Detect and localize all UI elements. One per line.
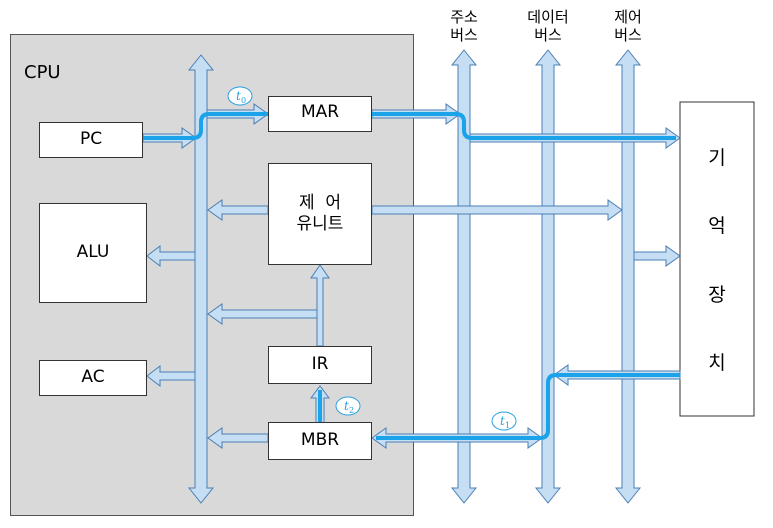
mbr-to-bus-arrow <box>207 427 269 449</box>
address-bus-label-line1: 주소 <box>450 8 478 26</box>
address-bus <box>450 49 478 504</box>
control-unit-label-line2: 유니트 <box>296 214 344 234</box>
memory-label: 기 억 장 치 <box>680 102 754 416</box>
t1-path <box>376 373 680 440</box>
memory-char-2: 억 <box>708 215 726 238</box>
control-unit-box: 제 어 유니트 <box>268 163 372 265</box>
control-bus <box>614 49 642 504</box>
control-bus-label: 제어 버스 <box>598 8 658 44</box>
control-bus-label-line1: 제어 <box>614 8 642 26</box>
data-bus-label: 데이터 버스 <box>518 8 578 44</box>
mbr-label: MBR <box>300 430 340 451</box>
bus-to-alu-arrow <box>146 244 196 268</box>
mbr-register: MBR <box>268 422 372 460</box>
ir-label: IR <box>311 354 329 375</box>
pc-register: PC <box>39 122 143 158</box>
ir-to-bus-arrow <box>207 303 318 325</box>
ir-to-control-line <box>310 264 330 347</box>
ir-register: IR <box>268 346 372 384</box>
mar-label: MAR <box>300 102 340 122</box>
data-bus-label-line1: 데이터 <box>527 8 569 26</box>
address-bus-label: 주소 버스 <box>434 8 494 44</box>
bus-to-ac-arrow <box>146 364 196 388</box>
control-to-controlbus-arrow <box>371 199 623 221</box>
memory-char-3: 장 <box>708 283 726 306</box>
address-bus-label-line2: 버스 <box>450 26 478 44</box>
memory-box <box>679 101 755 417</box>
cpu-internal-bus <box>187 54 215 504</box>
control-bus-label-line2: 버스 <box>614 26 642 44</box>
ac-register: AC <box>39 360 147 396</box>
ac-label: AC <box>81 367 105 388</box>
memory-char-1: 기 <box>708 147 726 170</box>
cpu-label: CPU <box>24 62 61 83</box>
data-bus <box>534 49 562 504</box>
alu-label: ALU <box>76 242 110 263</box>
memory-char-4: 치 <box>708 351 726 374</box>
mar-register: MAR <box>268 96 372 132</box>
pc-label: PC <box>79 129 103 150</box>
control-unit-label-line1: 제 어 <box>298 192 342 213</box>
control-to-bus-arrow <box>207 199 269 221</box>
controlbus-to-memory-arrow <box>633 245 681 267</box>
data-bus-label-line2: 버스 <box>534 26 562 44</box>
alu-box: ALU <box>39 203 147 303</box>
